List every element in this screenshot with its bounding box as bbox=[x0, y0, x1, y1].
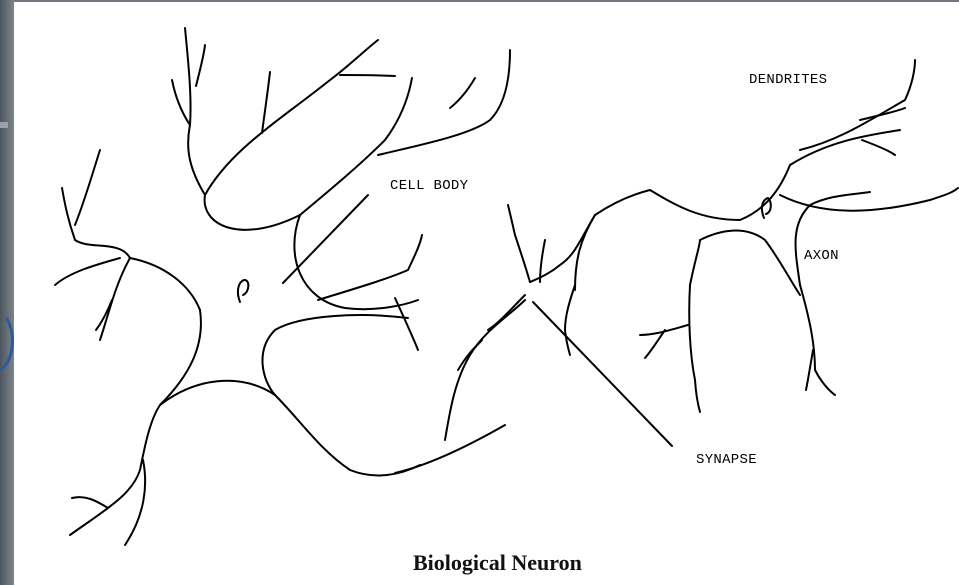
soma-outline-left bbox=[160, 310, 201, 405]
dendrite bbox=[806, 350, 813, 390]
dendrite bbox=[450, 78, 475, 108]
soma-outline bbox=[700, 231, 800, 295]
soma-outline bbox=[575, 190, 650, 290]
dendrite bbox=[262, 72, 270, 133]
nucleus bbox=[238, 280, 248, 302]
soma-outline-right bbox=[262, 315, 408, 395]
dendrite bbox=[275, 395, 420, 475]
dendrite bbox=[172, 80, 190, 125]
soma-outline-top bbox=[130, 258, 200, 310]
right-neuron bbox=[488, 60, 958, 446]
dendrite bbox=[100, 258, 130, 340]
dendrite bbox=[62, 188, 130, 258]
dendrite bbox=[508, 205, 530, 282]
nucleus bbox=[762, 198, 771, 218]
soma-outline-ul bbox=[205, 195, 300, 230]
label-dendrites: DENDRITES bbox=[749, 72, 827, 88]
dendrite bbox=[72, 497, 108, 508]
dendrite bbox=[862, 140, 895, 155]
dendrite bbox=[75, 150, 100, 225]
label-axon: AXON bbox=[804, 248, 839, 264]
soma-outline bbox=[690, 240, 700, 285]
dendrite bbox=[196, 45, 205, 86]
dendrite bbox=[70, 405, 160, 535]
diagram-caption: Biological Neuron bbox=[413, 550, 582, 576]
dendrite bbox=[300, 78, 412, 215]
cell-body-pointer bbox=[283, 195, 368, 283]
dendrite bbox=[340, 75, 395, 76]
dendrite bbox=[378, 50, 510, 155]
label-cell-body: CELL BODY bbox=[390, 178, 468, 194]
dendrite bbox=[800, 285, 835, 395]
dendrite bbox=[125, 460, 145, 545]
synapse-pointer bbox=[533, 302, 672, 446]
dendrite bbox=[185, 28, 205, 195]
left-neuron bbox=[55, 28, 525, 545]
dendrite bbox=[395, 298, 418, 350]
dendrite bbox=[395, 425, 505, 473]
dendrite bbox=[488, 295, 525, 330]
dendrite bbox=[55, 258, 120, 285]
dendrite bbox=[689, 285, 700, 412]
dendrite bbox=[860, 108, 905, 120]
soma-outline-ur bbox=[294, 215, 418, 309]
label-synapse: SYNAPSE bbox=[696, 452, 757, 468]
dendrite bbox=[318, 235, 422, 300]
